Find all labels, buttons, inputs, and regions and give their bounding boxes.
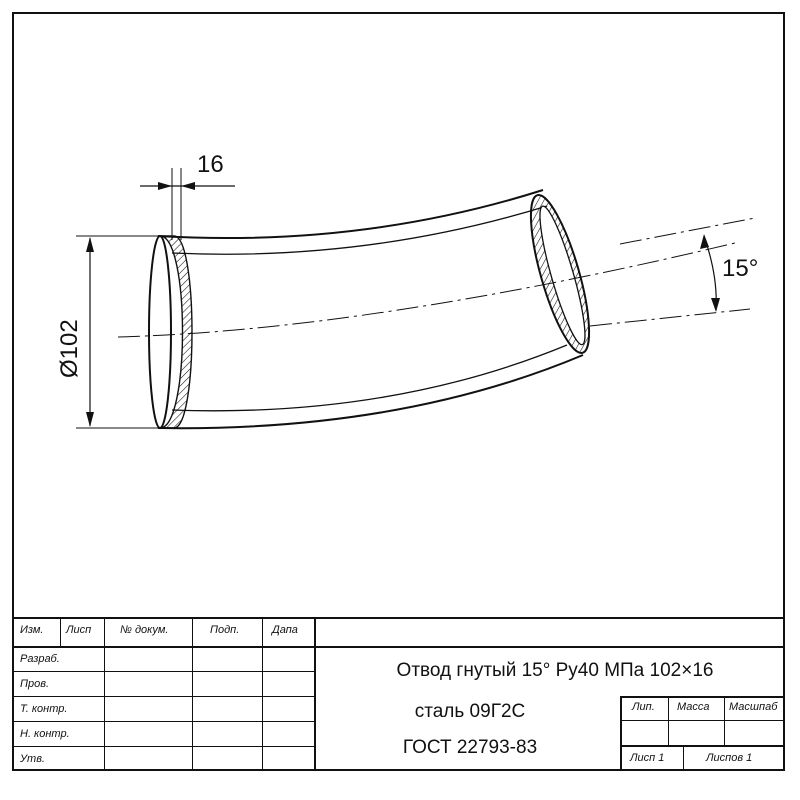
diameter-label: Ø102 — [56, 319, 83, 378]
title-line-2: сталь 09Г2С — [414, 701, 526, 722]
tb-info-col-3 — [683, 745, 684, 771]
tb-row-line-2 — [12, 696, 314, 697]
header-doc-no: № докум. — [120, 624, 169, 636]
tb-col-2 — [104, 617, 105, 771]
tb-info-mid-line — [620, 720, 785, 721]
pipe-top-outer — [157, 189, 544, 240]
row-t-kontr: Т. контр. — [20, 703, 68, 715]
header-date: Дапа — [272, 624, 298, 636]
tb-info-left-line — [620, 696, 622, 771]
center-line-extension — [619, 217, 756, 245]
tb-title-top-line — [314, 646, 785, 648]
info-sheets: Лиспов 1 — [706, 752, 753, 764]
row-prov: Пров. — [20, 678, 50, 690]
tb-top-border — [12, 617, 785, 619]
tb-col-4 — [262, 617, 263, 771]
diameter-arrow-top — [86, 237, 94, 252]
right-end-section — [529, 194, 591, 354]
title-line-3: ГОСТ 22793-83 — [402, 737, 538, 758]
header-sign: Подп. — [210, 624, 240, 636]
tb-info-col-1 — [668, 696, 669, 745]
tb-row-line-3 — [12, 721, 314, 722]
diameter-arrow-bottom — [86, 412, 94, 427]
pipe-bottom-outer — [157, 354, 584, 430]
angle-arrow-top — [700, 234, 709, 249]
tb-info-sheet-line — [620, 745, 785, 747]
angle-arrow-bottom — [711, 298, 720, 312]
info-lit: Лип. — [632, 701, 655, 713]
tb-header-line — [12, 646, 314, 648]
angle-label: 15° — [722, 255, 758, 282]
left-end-wall-section — [159, 235, 193, 429]
sheet-frame — [12, 12, 785, 771]
header-list: Лисп — [66, 624, 92, 636]
thickness-arrow-left — [158, 182, 172, 190]
pipe-bottom-inner — [171, 344, 568, 412]
tb-col-5 — [314, 617, 316, 771]
row-razrab: Разраб. — [20, 653, 60, 665]
tb-info-top-line — [620, 696, 785, 698]
info-mass: Масса — [677, 701, 710, 713]
thickness-label: 16 — [197, 151, 224, 178]
row-utv: Утв. — [20, 753, 45, 765]
tb-row-line-1 — [12, 671, 314, 672]
tb-col-1 — [60, 617, 61, 646]
tb-row-line-4 — [12, 746, 314, 747]
angle-reference-line — [589, 308, 751, 327]
left-end-outer-ellipse — [148, 235, 172, 429]
info-sheet: Лисп 1 — [630, 752, 665, 764]
info-scale: Масшпаб — [729, 701, 778, 713]
tb-info-col-2 — [724, 696, 725, 745]
pipe-top-inner — [171, 205, 548, 255]
tb-col-3 — [192, 617, 193, 771]
thickness-arrow-right — [181, 182, 195, 190]
center-line — [117, 242, 736, 338]
row-n-kontr: Н. контр. — [20, 728, 70, 740]
title-line-1: Отвод гнутый 15° Ру40 МПа 102×16 — [396, 660, 714, 681]
header-izm: Изм. — [20, 624, 44, 636]
